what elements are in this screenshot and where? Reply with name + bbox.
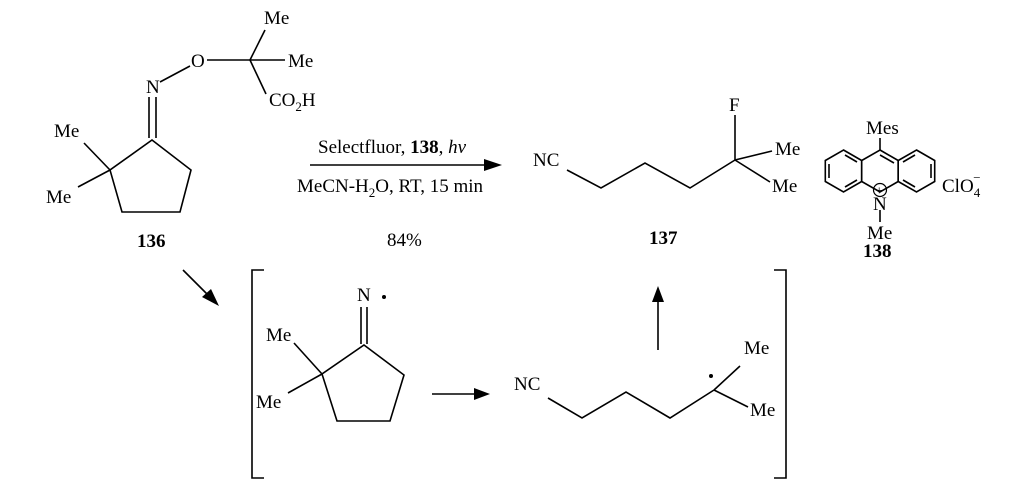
yield: 84% — [387, 230, 422, 251]
conditions-bottom: MeCN-H2O, RT, 15 min — [297, 176, 484, 200]
atom-n: N — [873, 194, 887, 215]
fragmentation-arrow — [432, 388, 490, 400]
positive-charge: + — [876, 183, 883, 198]
compound-number: 136 — [137, 231, 166, 252]
methyl-label: Me — [54, 121, 79, 142]
atom-o: O — [191, 51, 205, 72]
left-bracket — [251, 269, 264, 479]
mesityl-label: Mes — [866, 118, 899, 139]
nitrile-label: NC — [514, 374, 540, 395]
compound-137: NC F Me Me 137 — [533, 95, 800, 249]
compound-138: + Mes N Me ClO4− 138 — [824, 118, 981, 262]
compound-136: N O Me Me CO2H Me Me 136 — [46, 8, 316, 252]
iminyl-radical-intermediate: N Me Me — [256, 285, 405, 422]
methyl-label: Me — [867, 223, 892, 244]
atom-n: N — [146, 77, 160, 98]
nitrile-label: NC — [533, 150, 559, 171]
cyclopentane-ring — [109, 139, 192, 213]
radical-dot — [709, 374, 713, 378]
reaction-arrow: Selectfluor, 138, hv MeCN-H2O, RT, 15 mi… — [297, 137, 502, 251]
methyl-label: Me — [775, 139, 800, 160]
compound-number: 138 — [863, 241, 892, 262]
right-bracket — [774, 269, 787, 479]
conditions-top: Selectfluor, 138, hv — [318, 137, 467, 158]
methyl-label: Me — [750, 400, 775, 421]
atom-n: N — [357, 285, 371, 306]
compound-number: 137 — [649, 228, 678, 249]
methyl-label: Me — [772, 176, 797, 197]
methyl-label: Me — [266, 325, 291, 346]
perchlorate-label: ClO4− — [942, 170, 981, 200]
methyl-label: Me — [264, 8, 289, 29]
alkyl-radical-intermediate: NC Me Me — [514, 338, 775, 421]
methyl-label: Me — [744, 338, 769, 359]
methyl-label: Me — [46, 187, 71, 208]
atom-f: F — [729, 95, 740, 116]
fluorination-arrow — [652, 286, 664, 350]
methyl-label: Me — [288, 51, 313, 72]
diagonal-arrow — [182, 269, 219, 306]
radical-dot — [382, 295, 386, 299]
methyl-label: Me — [256, 392, 281, 413]
carboxyl-label: CO2H — [269, 90, 316, 114]
